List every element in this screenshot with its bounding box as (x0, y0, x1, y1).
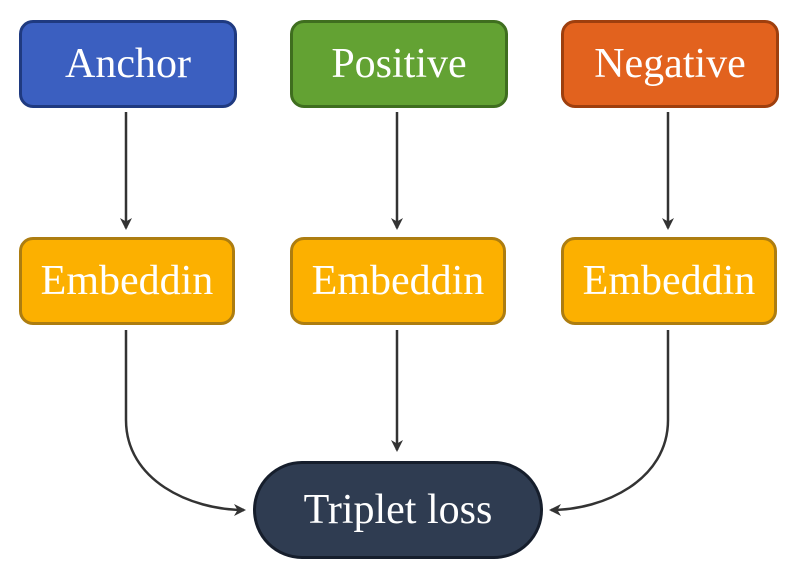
anchor-label: Anchor (65, 41, 191, 87)
anchor-embedding-label: Embeddin (40, 258, 214, 304)
triplet-loss-label: Triplet loss (303, 487, 493, 533)
positive-embedding-label: Embeddin (311, 258, 485, 304)
edge-negative-embedding-to-loss (549, 330, 670, 516)
positive-label: Positive (331, 41, 467, 87)
negative-embedding-label: Embeddin (582, 258, 756, 304)
positive-node: Positive (290, 20, 508, 108)
negative-node: Negative (561, 20, 779, 108)
anchor-embedding-node: Embeddin (19, 237, 235, 325)
edge-anchor-embedding-to-loss (124, 330, 246, 516)
triplet-loss-node: Triplet loss (253, 461, 543, 559)
negative-label: Negative (594, 41, 746, 87)
anchor-node: Anchor (19, 20, 237, 108)
positive-embedding-node: Embeddin (290, 237, 506, 325)
negative-embedding-node: Embeddin (561, 237, 777, 325)
